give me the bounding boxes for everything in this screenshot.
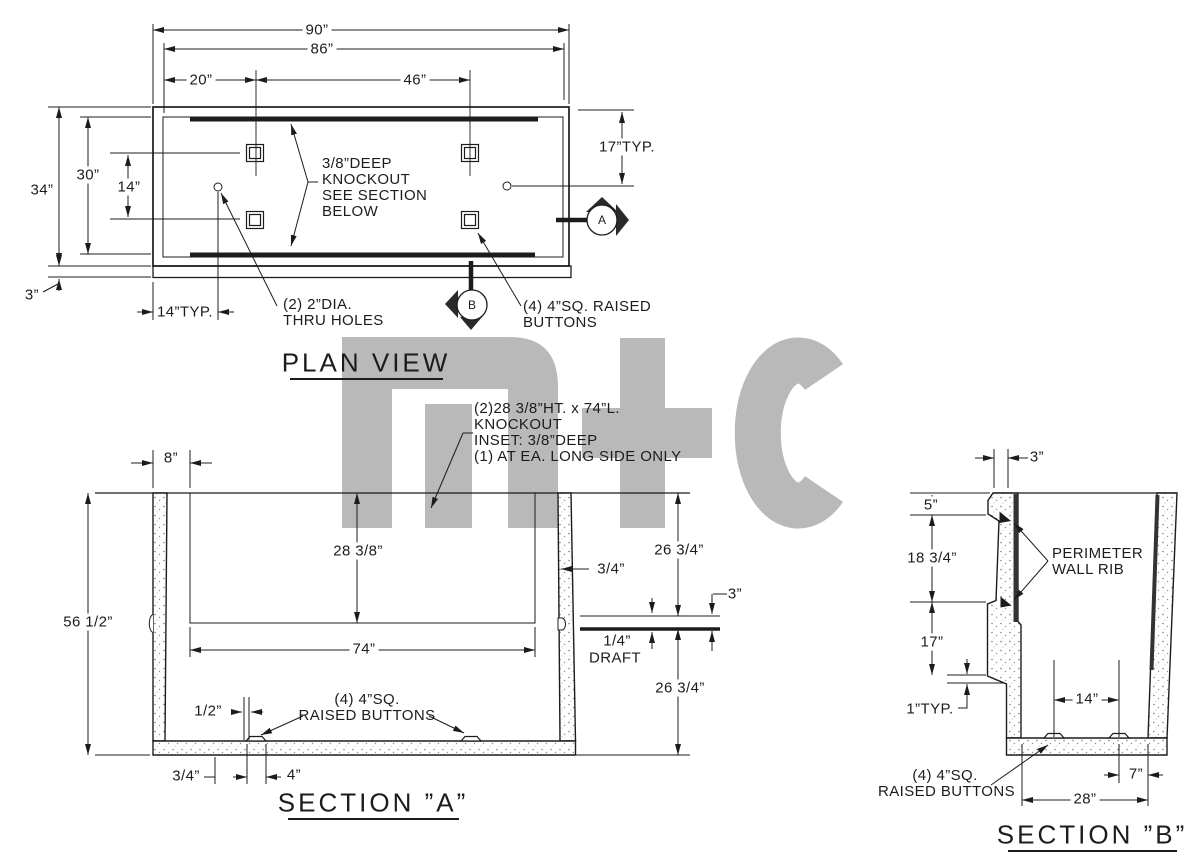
section-b-cut-marker <box>456 289 488 321</box>
section-b-knockout-band <box>1013 494 1019 622</box>
section-marker-a-label: A <box>597 213 607 227</box>
plan-dim-30: 30” <box>73 166 103 184</box>
a-note-buttons: (4) 4”SQ. RAISED BUTTONS <box>298 691 436 724</box>
section-a-cut-marker <box>586 204 618 236</box>
a-dim-1-4: 1/4” <box>603 632 631 650</box>
b-note-buttons: (4) 4”SQ. RAISED BUTTONS <box>878 767 1016 800</box>
a-dim-26-3-4-lower: 26 3/4” <box>652 679 708 697</box>
section-a-knockout <box>189 492 536 624</box>
plan-bottom-lip <box>152 265 572 279</box>
plan-dim-34: 34” <box>30 181 54 199</box>
plan-raised-buttons <box>245 143 480 230</box>
a-dim-draft: DRAFT <box>589 649 641 667</box>
plan-dim-90: 90” <box>302 21 332 39</box>
watermark-t-cross <box>582 408 712 458</box>
section-b-left-wall <box>986 492 1022 739</box>
watermark-c <box>734 337 843 529</box>
a-dim-28-3-8: 28 3/8” <box>330 542 386 560</box>
plan-thru-hole-left <box>213 182 223 192</box>
section-b-title: SECTION ”B” <box>996 819 1188 850</box>
b-dim-1typ: 1”TYP. <box>906 700 954 718</box>
plan-dim-3: 3” <box>24 286 40 304</box>
b-dim-3: 3” <box>1029 448 1045 466</box>
section-b-floor <box>1005 737 1168 756</box>
section-b-rib-upper <box>999 511 1011 523</box>
section-a-floor <box>152 740 577 756</box>
section-b-rib-lower <box>1000 596 1012 608</box>
a-dim-3-4-bottom: 3/4” <box>172 767 200 785</box>
plan-note-buttons: (4) 4”SQ. RAISED BUTTONS <box>523 298 652 331</box>
b-dim-7: 7” <box>1125 765 1147 783</box>
a-dim-3-ledge: 3” <box>727 585 743 603</box>
b-dim-28: 28” <box>1070 790 1100 808</box>
plan-note-thru-holes: (2) 2”DIA. THRU HOLES <box>283 296 384 329</box>
section-a-button-right <box>459 735 483 742</box>
plan-dim-17typ: 17”TYP. <box>596 138 658 156</box>
plan-dim-46: 46” <box>400 71 430 89</box>
b-dim-17: 17” <box>917 633 947 651</box>
b-dim-5: 5” <box>920 496 942 514</box>
a-dim-1-2: 1/2” <box>194 702 222 720</box>
b-note-rib: PERIMETER WALL RIB <box>1052 545 1144 578</box>
plan-dim-14: 14” <box>114 178 144 196</box>
section-a-right-wall <box>557 492 577 742</box>
b-dim-18-3-4: 18 3/4” <box>904 549 960 567</box>
a-dim-3-4-inset: 3/4” <box>597 560 625 578</box>
plan-dim-14typ: 14”TYP. <box>154 303 216 321</box>
a-dim-26-3-4-upper: 26 3/4” <box>651 541 707 559</box>
a-dim-4: 4” <box>286 766 302 784</box>
section-a-left-wall <box>152 492 168 742</box>
plan-note-knockout: 3/8”DEEP KNOCKOUT SEE SECTION BELOW <box>322 155 428 220</box>
plan-view-title: PLAN VIEW <box>281 347 451 378</box>
plan-dim-86: 86” <box>307 40 337 58</box>
a-note-knockout: (2)28 3/8”HT. x 74”L. KNOCKOUT INSET: 3/… <box>474 400 682 465</box>
b-dim-14: 14” <box>1072 690 1102 708</box>
section-a-title: SECTION ”A” <box>277 787 469 818</box>
a-dim-74: 74” <box>349 640 379 658</box>
a-dim-8: 8” <box>160 449 182 467</box>
a-dim-56-1-2: 56 1/2” <box>60 613 116 631</box>
section-marker-b-label: B <box>467 298 477 312</box>
plan-dim-20: 20” <box>186 71 216 89</box>
plan-thru-hole-right <box>502 181 512 191</box>
plan-inner-wall <box>162 116 564 258</box>
